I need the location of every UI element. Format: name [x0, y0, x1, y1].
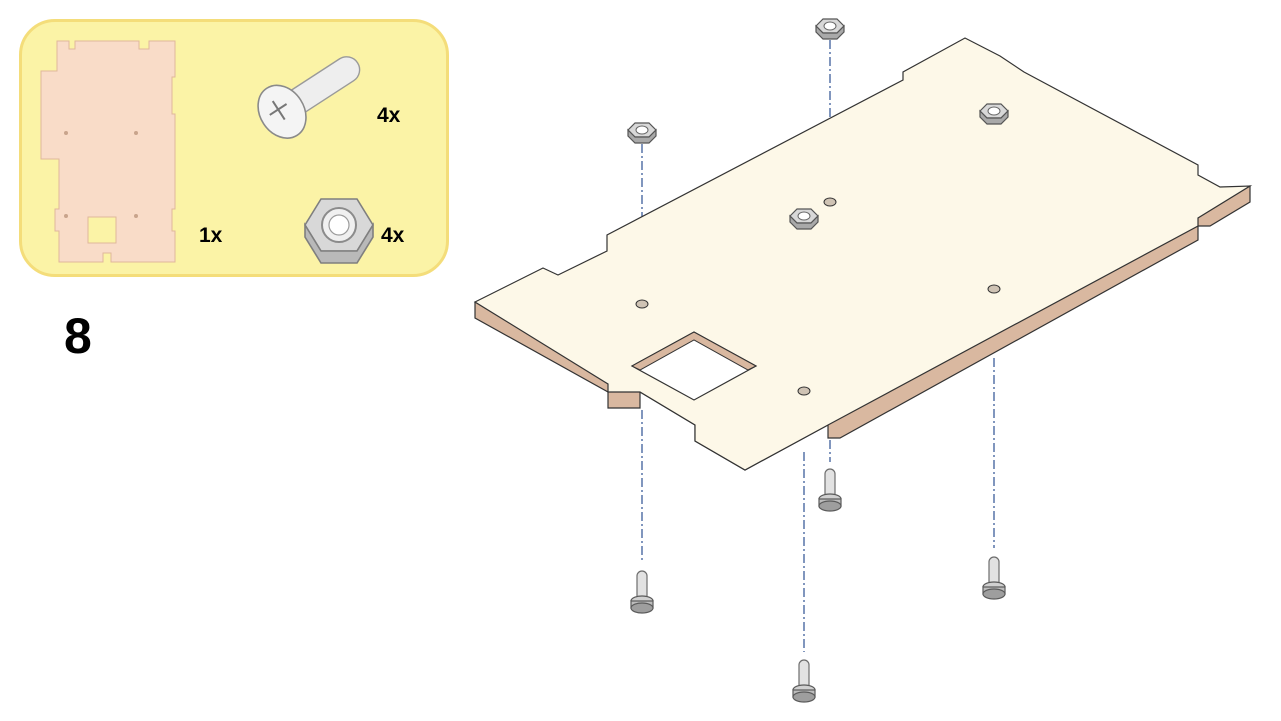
nut-icon: [789, 208, 819, 230]
parts-list-box: 1x 4x 4x: [19, 19, 449, 277]
screw-icon: [818, 468, 842, 512]
parts-illustrations: [40, 40, 374, 264]
screw-icon: [792, 659, 816, 703]
step-number: 8: [64, 308, 92, 364]
nut-icon: [815, 18, 845, 40]
screw-quantity: 4x: [377, 104, 401, 127]
screw-icon: [630, 570, 654, 614]
guide-lines-lower: [641, 358, 995, 652]
nut-icon: [304, 198, 374, 264]
screw-icon: [257, 56, 361, 139]
panel-quantity: 1x: [199, 224, 223, 247]
nut-icon: [627, 122, 657, 144]
nut-quantity: 4x: [381, 224, 405, 247]
mounting-plate: [473, 37, 1253, 471]
screw-icon: [982, 556, 1006, 600]
nut-icon: [979, 103, 1009, 125]
panel-part-icon: [40, 40, 176, 263]
